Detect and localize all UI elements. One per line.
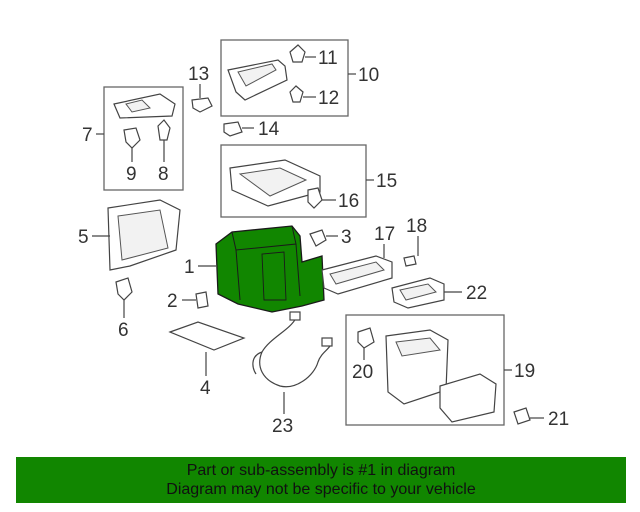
group-box-7	[103, 86, 184, 191]
part-4-mat[interactable]	[168, 321, 246, 351]
part-19-lid-assembly[interactable]	[385, 329, 497, 423]
callout-9: 9	[126, 164, 137, 185]
part-22-bracket[interactable]	[391, 277, 445, 309]
callout-19: 19	[514, 361, 535, 382]
callout-22: 22	[466, 283, 487, 304]
callout-10: 10	[358, 65, 379, 86]
part-23-wire-harness[interactable]	[252, 311, 333, 388]
part-16-clip[interactable]	[307, 187, 323, 209]
callout-20: 20	[352, 362, 373, 383]
callout-6: 6	[118, 320, 129, 341]
part-3-clip[interactable]	[309, 229, 327, 247]
callout-12: 12	[318, 88, 339, 109]
part-11-clip[interactable]	[289, 44, 306, 63]
part-8-clip[interactable]	[157, 119, 171, 141]
part-15-panel[interactable]	[229, 159, 321, 207]
callout-5: 5	[78, 227, 89, 248]
part-18-screw[interactable]	[403, 255, 417, 267]
callout-3: 3	[341, 227, 352, 248]
part-5-side-panel[interactable]	[107, 199, 181, 271]
part-2-bolt[interactable]	[195, 291, 209, 309]
callout-18: 18	[406, 216, 427, 237]
disclaimer-banner: Part or sub-assembly is #1 in diagram Di…	[16, 457, 626, 503]
callout-4: 4	[200, 378, 211, 399]
callout-1: 1	[184, 257, 195, 278]
callout-13: 13	[188, 64, 209, 85]
part-17-vent[interactable]	[321, 255, 393, 295]
group-box-15	[220, 144, 367, 218]
part-9-clip[interactable]	[123, 127, 141, 149]
part-20-clip[interactable]	[357, 327, 375, 349]
callout-7: 7	[82, 125, 93, 146]
banner-line-1: Part or sub-assembly is #1 in diagram	[186, 462, 456, 479]
part-7-cup-holder[interactable]	[113, 93, 176, 119]
callout-15: 15	[376, 171, 397, 192]
part-12-clip[interactable]	[289, 85, 304, 103]
callout-21: 21	[548, 409, 569, 430]
part-6-clip[interactable]	[115, 277, 133, 301]
parts-diagram: 1 2 3 4 5 6 7 8 9 10 11 12 13 14 15 16 1…	[78, 39, 569, 437]
part-13-clip[interactable]	[191, 97, 213, 113]
callout-16: 16	[338, 191, 359, 212]
callout-2: 2	[167, 291, 178, 312]
part-1-body	[215, 225, 325, 313]
callout-23: 23	[272, 416, 293, 437]
part-21-bolt[interactable]	[513, 407, 531, 425]
part-14-screw[interactable]	[223, 121, 243, 137]
callout-14: 14	[258, 119, 280, 140]
callout-17: 17	[374, 224, 395, 245]
banner-line-2: Diagram may not be specific to your vehi…	[166, 481, 476, 498]
callout-11: 11	[318, 48, 338, 69]
callout-8: 8	[158, 164, 169, 185]
part-10-tray[interactable]	[227, 59, 288, 101]
leader-lines	[92, 56, 544, 419]
part-1-console-box[interactable]	[215, 225, 325, 313]
group-box-10	[220, 39, 349, 117]
